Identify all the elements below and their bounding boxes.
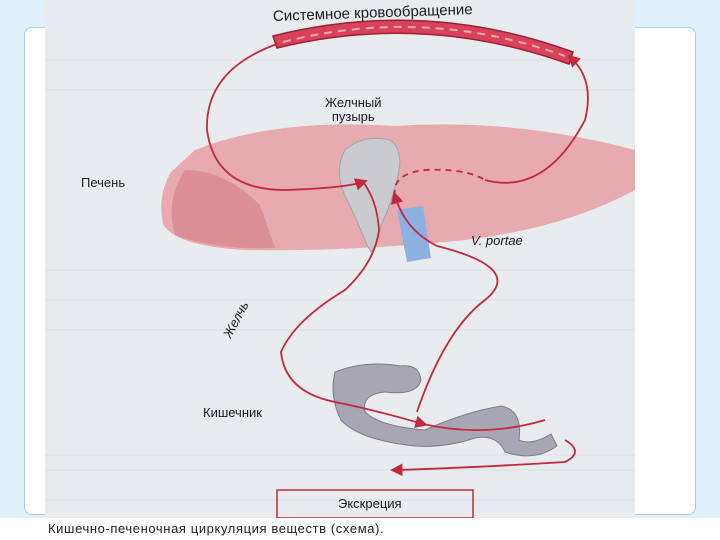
circulation-diagram — [45, 0, 635, 518]
circulation-pathway — [207, 44, 588, 470]
liver-label: Печень — [81, 176, 125, 190]
intestine-label: Кишечник — [203, 406, 262, 420]
portal-vein-label: V. portae — [471, 234, 523, 248]
intestine-shape — [333, 364, 557, 456]
figure-caption: Кишечно-печеночная циркуляция веществ (с… — [48, 521, 384, 536]
figure-photo: Системное кровообращение Желчный пузырь … — [45, 0, 635, 518]
excretion-label: Экскреция — [338, 497, 402, 511]
gallbladder-label: Желчный пузырь — [325, 96, 382, 124]
caption-bar: Кишечно-печеночная циркуляция веществ (с… — [0, 518, 720, 540]
